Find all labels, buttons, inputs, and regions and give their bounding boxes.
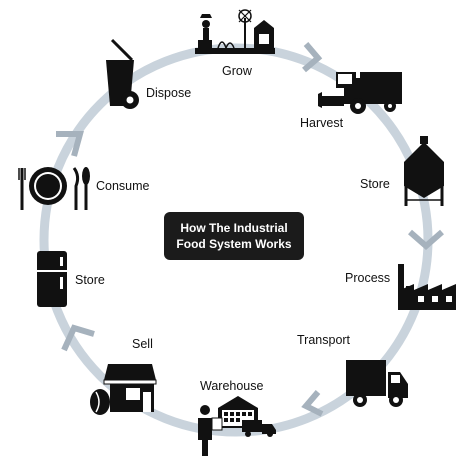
grain-silo-icon: [404, 136, 444, 206]
warehouse-icon: [198, 396, 276, 456]
stage-label-store-silo: Store: [360, 177, 390, 191]
plate-cutlery-icon: [18, 167, 90, 210]
farm-icon: [195, 9, 275, 54]
stage-label-harvest: Harvest: [300, 116, 344, 130]
title-line-1: How The Industrial: [180, 221, 288, 235]
combine-harvester-icon: [318, 72, 402, 114]
delivery-truck-icon: [346, 360, 408, 407]
factory-icon: [398, 264, 456, 310]
stage-label-process: Process: [345, 271, 391, 285]
diagram-title: How The Industrial Food System Works: [164, 212, 304, 260]
title-line-2: Food System Works: [176, 237, 292, 251]
cycle-arrow-icon: [302, 42, 323, 73]
stage-label-dispose: Dispose: [146, 86, 192, 100]
cycle-arrow-icon: [61, 324, 95, 352]
stage-label-store-fridge: Store: [75, 273, 105, 287]
stage-label-consume: Consume: [96, 179, 150, 193]
cycle-arrow-icon: [56, 131, 84, 157]
stage-label-grow: Grow: [222, 64, 252, 78]
cycle-arrow-icon: [301, 390, 324, 417]
stage-label-sell: Sell: [132, 337, 153, 351]
refrigerator-icon: [37, 251, 67, 307]
stage-label-warehouse: Warehouse: [200, 379, 264, 393]
trash-bin-icon: [106, 38, 139, 109]
stage-label-transport: Transport: [297, 333, 351, 347]
market-stall-icon: [90, 364, 157, 415]
cycle-arrow-icon: [408, 229, 444, 250]
